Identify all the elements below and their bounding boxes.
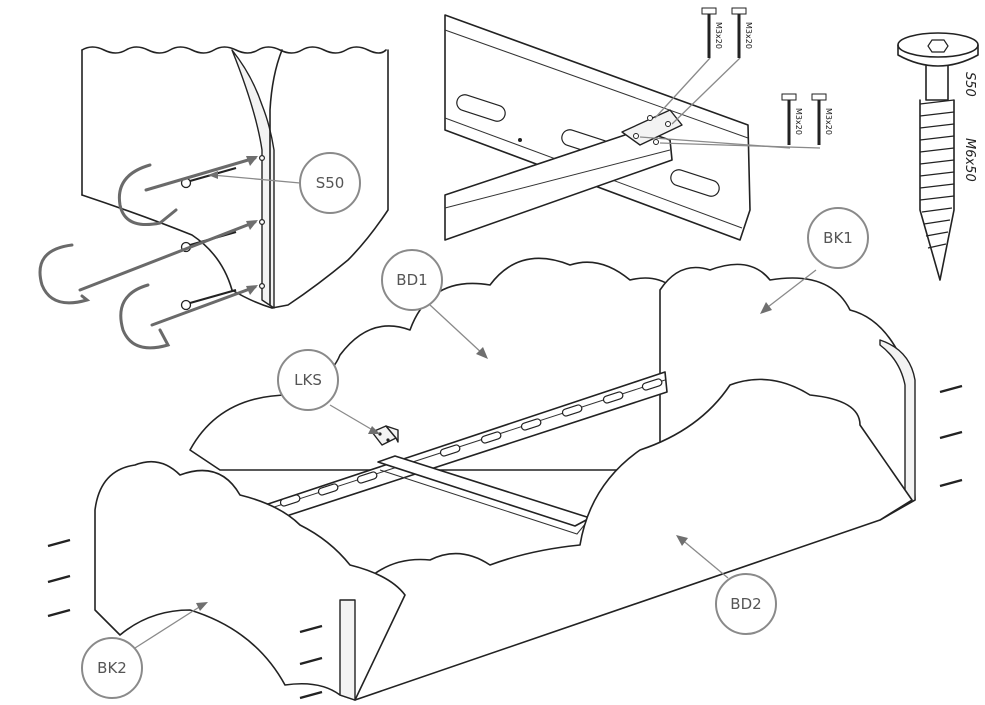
callout-s50-label: S50: [316, 174, 345, 192]
screw-s50: [180, 288, 237, 311]
callout-bd2-label: BD2: [730, 595, 761, 613]
screw-label: M3x20: [744, 22, 753, 49]
lks-bracket: [371, 425, 399, 446]
bed-assembly: BK1 BD1 LKS BK2 BD2: [47, 207, 963, 701]
callout-lks-label: LKS: [294, 371, 322, 389]
rotation-arrow-icon: [117, 163, 178, 226]
callout-bd1: [381, 249, 443, 311]
dowel-pins-left: [47, 538, 323, 700]
screw-m3x20: M3x20: [811, 93, 833, 145]
dowel-hole: [259, 283, 266, 290]
screw-m3x20: M3x20: [731, 7, 753, 58]
callout-bk2: [81, 637, 143, 699]
callout-bk2-label: BK2: [97, 659, 127, 677]
callout-bk1: [807, 207, 869, 269]
dowel-hole: [259, 219, 266, 226]
rail-slot: [456, 94, 506, 122]
dowel-pins-right: [939, 384, 963, 488]
screw-m3x20: M3x20: [781, 93, 803, 145]
large-screw-detail: S50 M6x50: [897, 32, 979, 281]
corner-joint-detail: S50: [38, 46, 389, 350]
dowel-hole: [259, 155, 266, 162]
screw-label: M3x20: [794, 108, 803, 135]
screw-label: M3x20: [714, 22, 723, 49]
callout-bk1-label: BK1: [823, 229, 853, 247]
large-screw-size: M6x50: [962, 138, 977, 182]
callout-bd2: [715, 573, 777, 635]
screw-m3x20: M3x20: [701, 7, 723, 58]
large-screw-code: S50: [962, 72, 977, 97]
panel-bk2: [94, 460, 406, 701]
rail-slot: [670, 169, 720, 197]
callout-lks: [277, 349, 339, 411]
rotation-arrow-icon: [119, 283, 171, 350]
rail-bracket-detail: M3x20 M3x20 M3x20 M3x20: [444, 7, 833, 241]
rotation-arrow-icon: [38, 243, 91, 305]
rail-slots: [279, 378, 663, 507]
panel-bd2: [349, 378, 913, 701]
callout-s50: [299, 152, 361, 214]
screw-label: M3x20: [824, 108, 833, 135]
callout-bd1-label: BD1: [396, 271, 427, 289]
